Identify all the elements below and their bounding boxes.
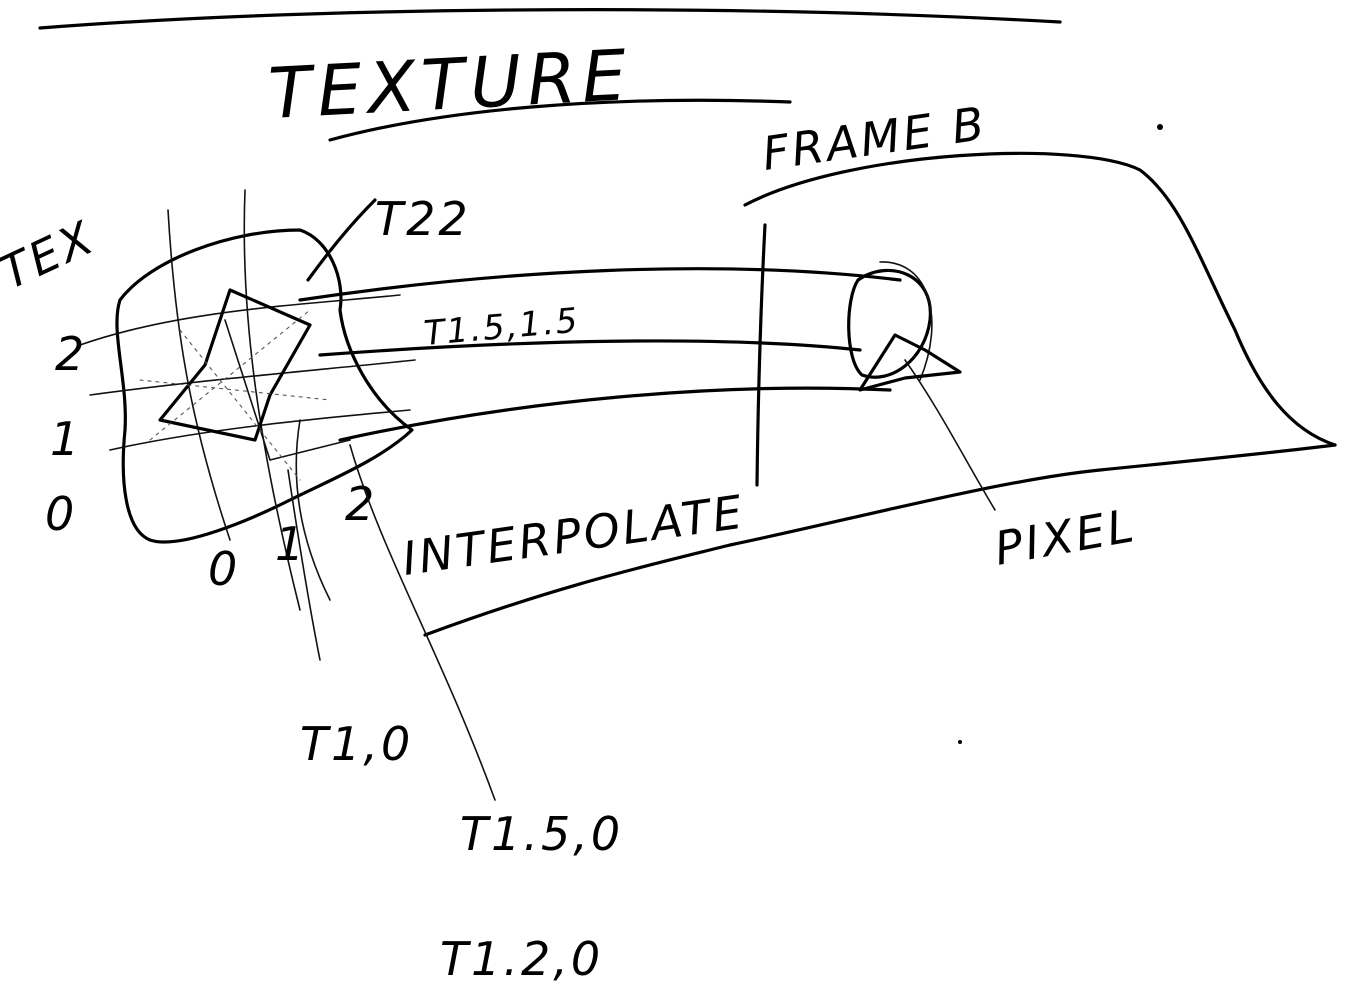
stray-dot	[958, 740, 962, 744]
pixel-leader	[905, 360, 995, 510]
grid-line-v1	[168, 210, 230, 540]
col-tick-2: 2	[345, 477, 377, 531]
top-border-line	[40, 10, 1060, 28]
pixel-circle	[849, 270, 931, 377]
tex-axis-label: TEX	[0, 210, 103, 300]
quad-diagonal-2	[180, 330, 300, 480]
row-tick-0: 0	[45, 487, 77, 541]
frame-buffer-surface	[745, 153, 1335, 445]
row-tick-2: 2	[55, 327, 87, 381]
ray-bottom	[340, 388, 890, 440]
t22-label: T22	[375, 192, 471, 246]
quad-diagonal-1	[150, 310, 310, 440]
frame-dot	[1157, 124, 1163, 130]
row-tick-1: 1	[50, 412, 82, 466]
interpolate-label: INTERPOLATE	[399, 484, 748, 585]
frame-buffer-left-edge	[757, 225, 765, 485]
frame-buffer-label: FRAME B	[759, 96, 990, 181]
grid-line-h1	[80, 295, 400, 345]
t120-label: T1.2,0	[440, 932, 603, 986]
projected-quad-outline	[160, 290, 310, 440]
ray-middle	[320, 341, 860, 355]
quad-diagonal-3	[140, 380, 330, 400]
t10-label: T1,0	[300, 717, 413, 771]
col-tick-0: 0	[208, 542, 240, 596]
t150-label: T1.5,0	[460, 807, 623, 861]
pixel-label: PIXEL	[991, 498, 1141, 576]
title-texture: TEXTURE	[267, 34, 635, 135]
